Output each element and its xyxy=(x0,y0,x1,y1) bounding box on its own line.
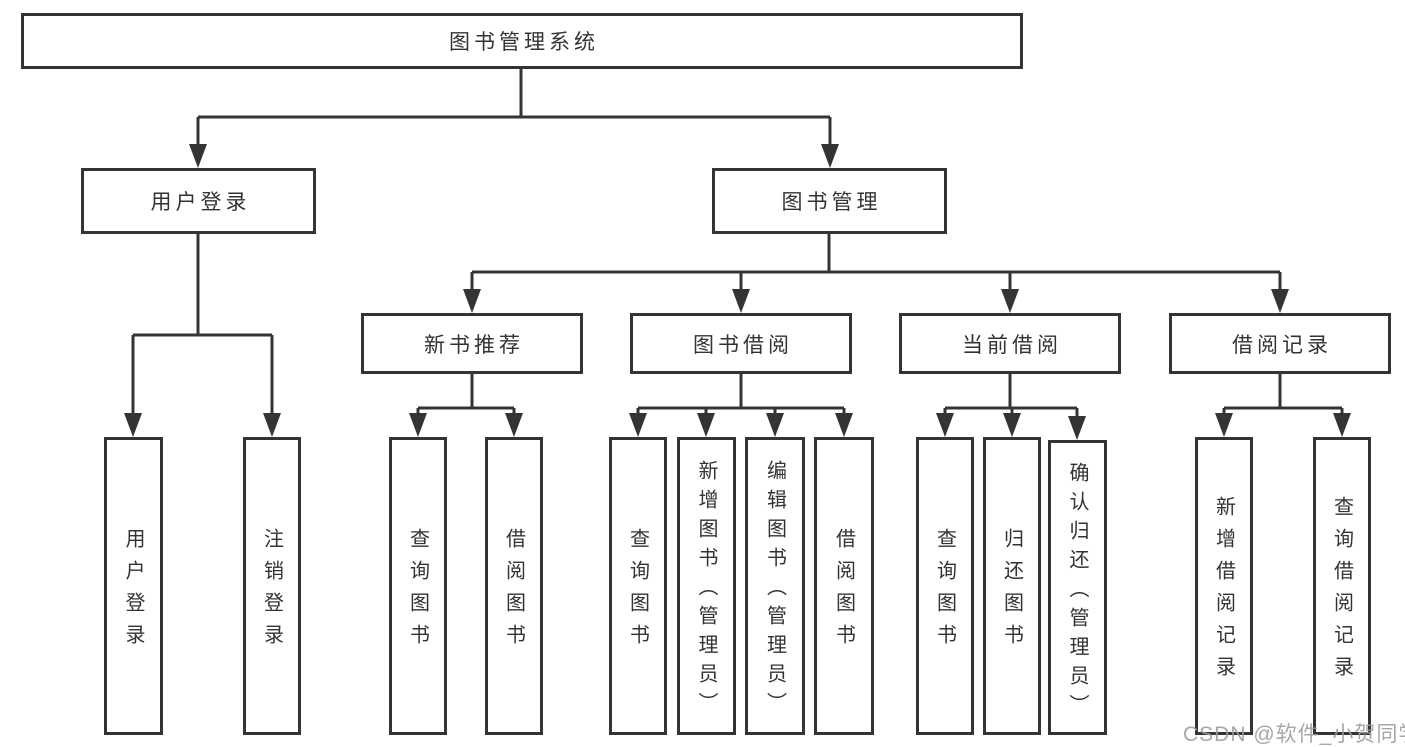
leaf-return-book: 归还图书 xyxy=(983,437,1041,735)
node-book-management: 图书管理 xyxy=(712,168,947,234)
csdn-watermark: CSDN @软件_小贺同学 xyxy=(1183,723,1405,746)
leaf-return-book-label: 归还图书 xyxy=(1000,528,1023,656)
node-current-borrowing: 当前借阅 xyxy=(899,313,1121,374)
leaf-add-borrow-record: 新增借阅记录 xyxy=(1195,437,1253,735)
node-root-system: 图书管理系统 xyxy=(21,13,1023,69)
leaf-query-books-borrowing: 查询图书 xyxy=(609,437,667,735)
leaf-borrow-books-borrowing-label: 借阅图书 xyxy=(832,528,855,656)
leaf-borrow-books-recommend: 借阅图书 xyxy=(485,437,543,735)
node-borrowing-records: 借阅记录 xyxy=(1169,313,1391,374)
leaf-user-login: 用户登录 xyxy=(104,437,163,735)
leaf-query-books-borrowing-label: 查询图书 xyxy=(626,528,649,656)
leaf-user-login-label: 用户登录 xyxy=(122,528,144,656)
leaf-add-book-admin: 新增图书（管理员） xyxy=(677,437,736,735)
leaf-logout: 注销登录 xyxy=(243,437,301,735)
node-new-book-recommend: 新书推荐 xyxy=(361,313,583,374)
leaf-query-borrow-record: 查询借阅记录 xyxy=(1313,437,1371,735)
leaf-query-borrow-record-label: 查询借阅记录 xyxy=(1330,496,1353,688)
leaf-query-books-current-label: 查询图书 xyxy=(933,528,956,656)
leaf-add-book-admin-label: 新增图书（管理员） xyxy=(695,460,717,721)
leaf-query-books-recommend-label: 查询图书 xyxy=(406,528,429,656)
leaf-edit-book-admin-label: 编辑图书（管理员） xyxy=(763,460,786,721)
leaf-borrow-books-recommend-label: 借阅图书 xyxy=(502,528,525,656)
node-book-borrowing: 图书借阅 xyxy=(630,313,852,374)
leaf-edit-book-admin: 编辑图书（管理员） xyxy=(745,437,805,735)
leaf-confirm-return-admin-label: 确认归还（管理员） xyxy=(1066,461,1088,723)
leaf-logout-label: 注销登录 xyxy=(260,528,283,656)
leaf-confirm-return-admin: 确认归还（管理员） xyxy=(1048,440,1107,735)
leaf-query-books-recommend: 查询图书 xyxy=(389,437,447,735)
leaf-query-books-current: 查询图书 xyxy=(916,437,974,735)
node-user-login: 用户登录 xyxy=(81,168,316,234)
leaf-borrow-books-borrowing: 借阅图书 xyxy=(814,437,874,735)
leaf-add-borrow-record-label: 新增借阅记录 xyxy=(1212,496,1235,688)
